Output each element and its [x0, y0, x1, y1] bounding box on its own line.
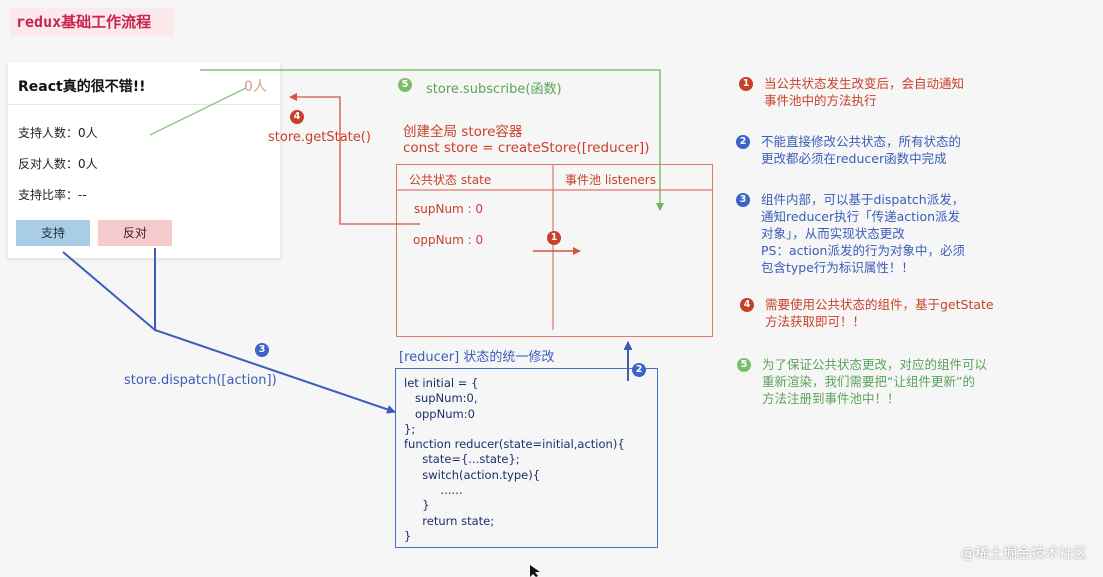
listeners-header: 事件池 listeners — [565, 173, 656, 187]
code-line: }; — [404, 421, 416, 436]
note-5: 为了保证公共状态更改，对应的组件可以 重新渲染，我们需要把“让组件更新”的 方法… — [762, 357, 988, 406]
subscribe-label: store.subscribe(函数) — [426, 82, 562, 97]
code-line: oppNum:0 — [404, 406, 475, 421]
subscribe-path — [200, 69, 664, 211]
dispatch-label: store.dispatch([action]) — [124, 373, 277, 388]
reducer-title: [reducer] 状态的统一修改 — [399, 350, 555, 365]
dispatch-path — [62, 251, 396, 414]
subscribe-card-line — [149, 87, 247, 136]
diagram-title: redux基础工作流程 — [10, 8, 174, 36]
state-header: 公共状态 state — [409, 173, 492, 187]
oppose-count: 反对人数：0人 — [18, 157, 98, 171]
reducer-code-box — [395, 368, 658, 548]
react-demo-card: React真的很不错!! 0人 支持人数：0人 反对人数：0人 支持比率：-- … — [8, 62, 280, 258]
badge-three: 3 — [255, 343, 269, 357]
code-line: ...... — [404, 483, 463, 498]
note-badge-2: 2 — [736, 135, 750, 149]
note-badge-3: 3 — [736, 193, 750, 207]
card-title: React真的很不错!! — [18, 79, 146, 95]
code-line: } — [404, 528, 412, 543]
note-3: 组件内部，可以基于dispatch派发， 通知reducer执行「传递actio… — [761, 192, 965, 275]
store-title-line1: 创建全局 store容器 — [403, 124, 523, 140]
get-state-label: store.getState() — [268, 130, 371, 145]
watermark: @稀土掘金技术社区 — [961, 546, 1087, 562]
get-state-path — [289, 93, 420, 225]
code-line: switch(action.type){ — [404, 467, 541, 482]
store-container-box — [396, 164, 713, 337]
store-title: 创建全局 store容器 const store = createStore([… — [403, 124, 649, 156]
note-badge-5: 5 — [737, 358, 751, 372]
note-1: 当公共状态发生改变后，会自动通知 事件池中的方法执行 — [764, 76, 965, 108]
note-badge-4: 4 — [740, 298, 754, 312]
code-line: return state; — [404, 513, 495, 528]
badge-one: 1 — [547, 231, 561, 245]
oppose-button[interactable]: 反对 — [98, 220, 172, 246]
support-ratio: 支持比率：-- — [18, 188, 87, 202]
sup-num-value: supNum : 0 — [414, 202, 484, 216]
code-line: function reducer(state=initial,action){ — [404, 437, 625, 452]
opp-num-value: oppNum : 0 — [413, 233, 484, 247]
card-total-count: 0人 — [244, 79, 267, 95]
note-2: 不能直接修改公共状态，所有状态的 更改都必须在reducer函数中完成 — [761, 134, 962, 166]
badge-five: 5 — [398, 78, 412, 92]
support-count: 支持人数：0人 — [18, 126, 98, 140]
reducer-code: let initial = { supNum:0, oppNum:0};func… — [404, 376, 625, 544]
note-4: 需要使用公共状态的组件，基于getState 方法获取即可！！ — [765, 297, 994, 329]
note-badge-1: 1 — [739, 77, 753, 91]
support-button[interactable]: 支持 — [16, 220, 90, 246]
badge-two: 2 — [632, 363, 646, 377]
badge-four: 4 — [290, 110, 304, 124]
code-line: let initial = { — [404, 376, 479, 390]
store-title-line2: const store = createStore([reducer]) — [403, 140, 650, 156]
code-line: } — [404, 498, 430, 513]
code-line: supNum:0, — [404, 391, 478, 406]
cursor-icon — [530, 565, 540, 577]
code-line: state={...state}; — [404, 452, 520, 467]
card-divider — [8, 104, 280, 105]
